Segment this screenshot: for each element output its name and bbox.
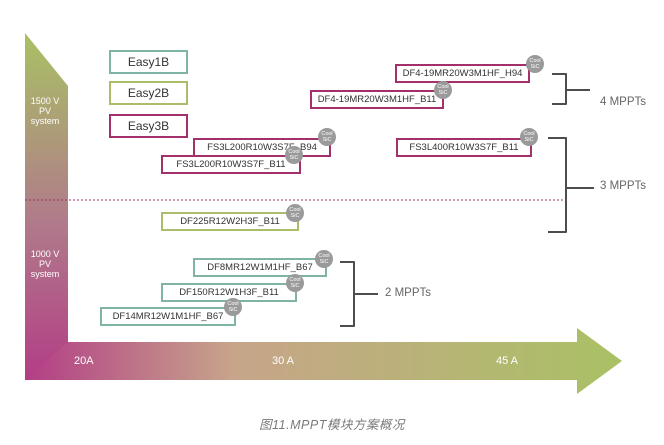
y-axis-arrow <box>25 33 68 380</box>
x-axis-arrow <box>25 328 622 394</box>
x-tick-20a: 20A <box>74 355 94 367</box>
x-tick-30a: 30 A <box>272 355 295 367</box>
module-fs3l400-b11: FS3L400R10W3S7F_B11 <box>396 138 532 157</box>
group-label-two-mppts: 2 MPPTs <box>385 287 432 299</box>
brace-two-mppts <box>340 261 378 327</box>
brace-three-mppts <box>548 137 594 233</box>
legend-easy1b: Easy1B <box>109 50 188 74</box>
brace-four-mppts <box>552 73 590 105</box>
group-label-four-mppts: 4 MPPTs <box>600 96 647 108</box>
module-fs3l200-b11: FS3L200R10W3S7F_B11 <box>161 155 301 174</box>
figure-caption: 图11.MPPT模块方案概况 <box>259 418 405 432</box>
legend-easy2b: Easy2B <box>109 81 188 105</box>
module-df4-h94: DF4-19MR20W3M1HF_H94 <box>395 64 530 83</box>
group-label-three-mppts: 3 MPPTs <box>600 180 647 192</box>
module-df14mr: DF14MR12W1M1HF_B67 <box>100 307 236 326</box>
x-tick-45a: 45 A <box>496 355 519 367</box>
module-df4-b11: DF4-19MR20W3M1HF_B11 <box>310 90 444 109</box>
legend-easy3b: Easy3B <box>109 114 188 138</box>
module-df225: DF225R12W2H3F_B11 <box>161 212 299 231</box>
